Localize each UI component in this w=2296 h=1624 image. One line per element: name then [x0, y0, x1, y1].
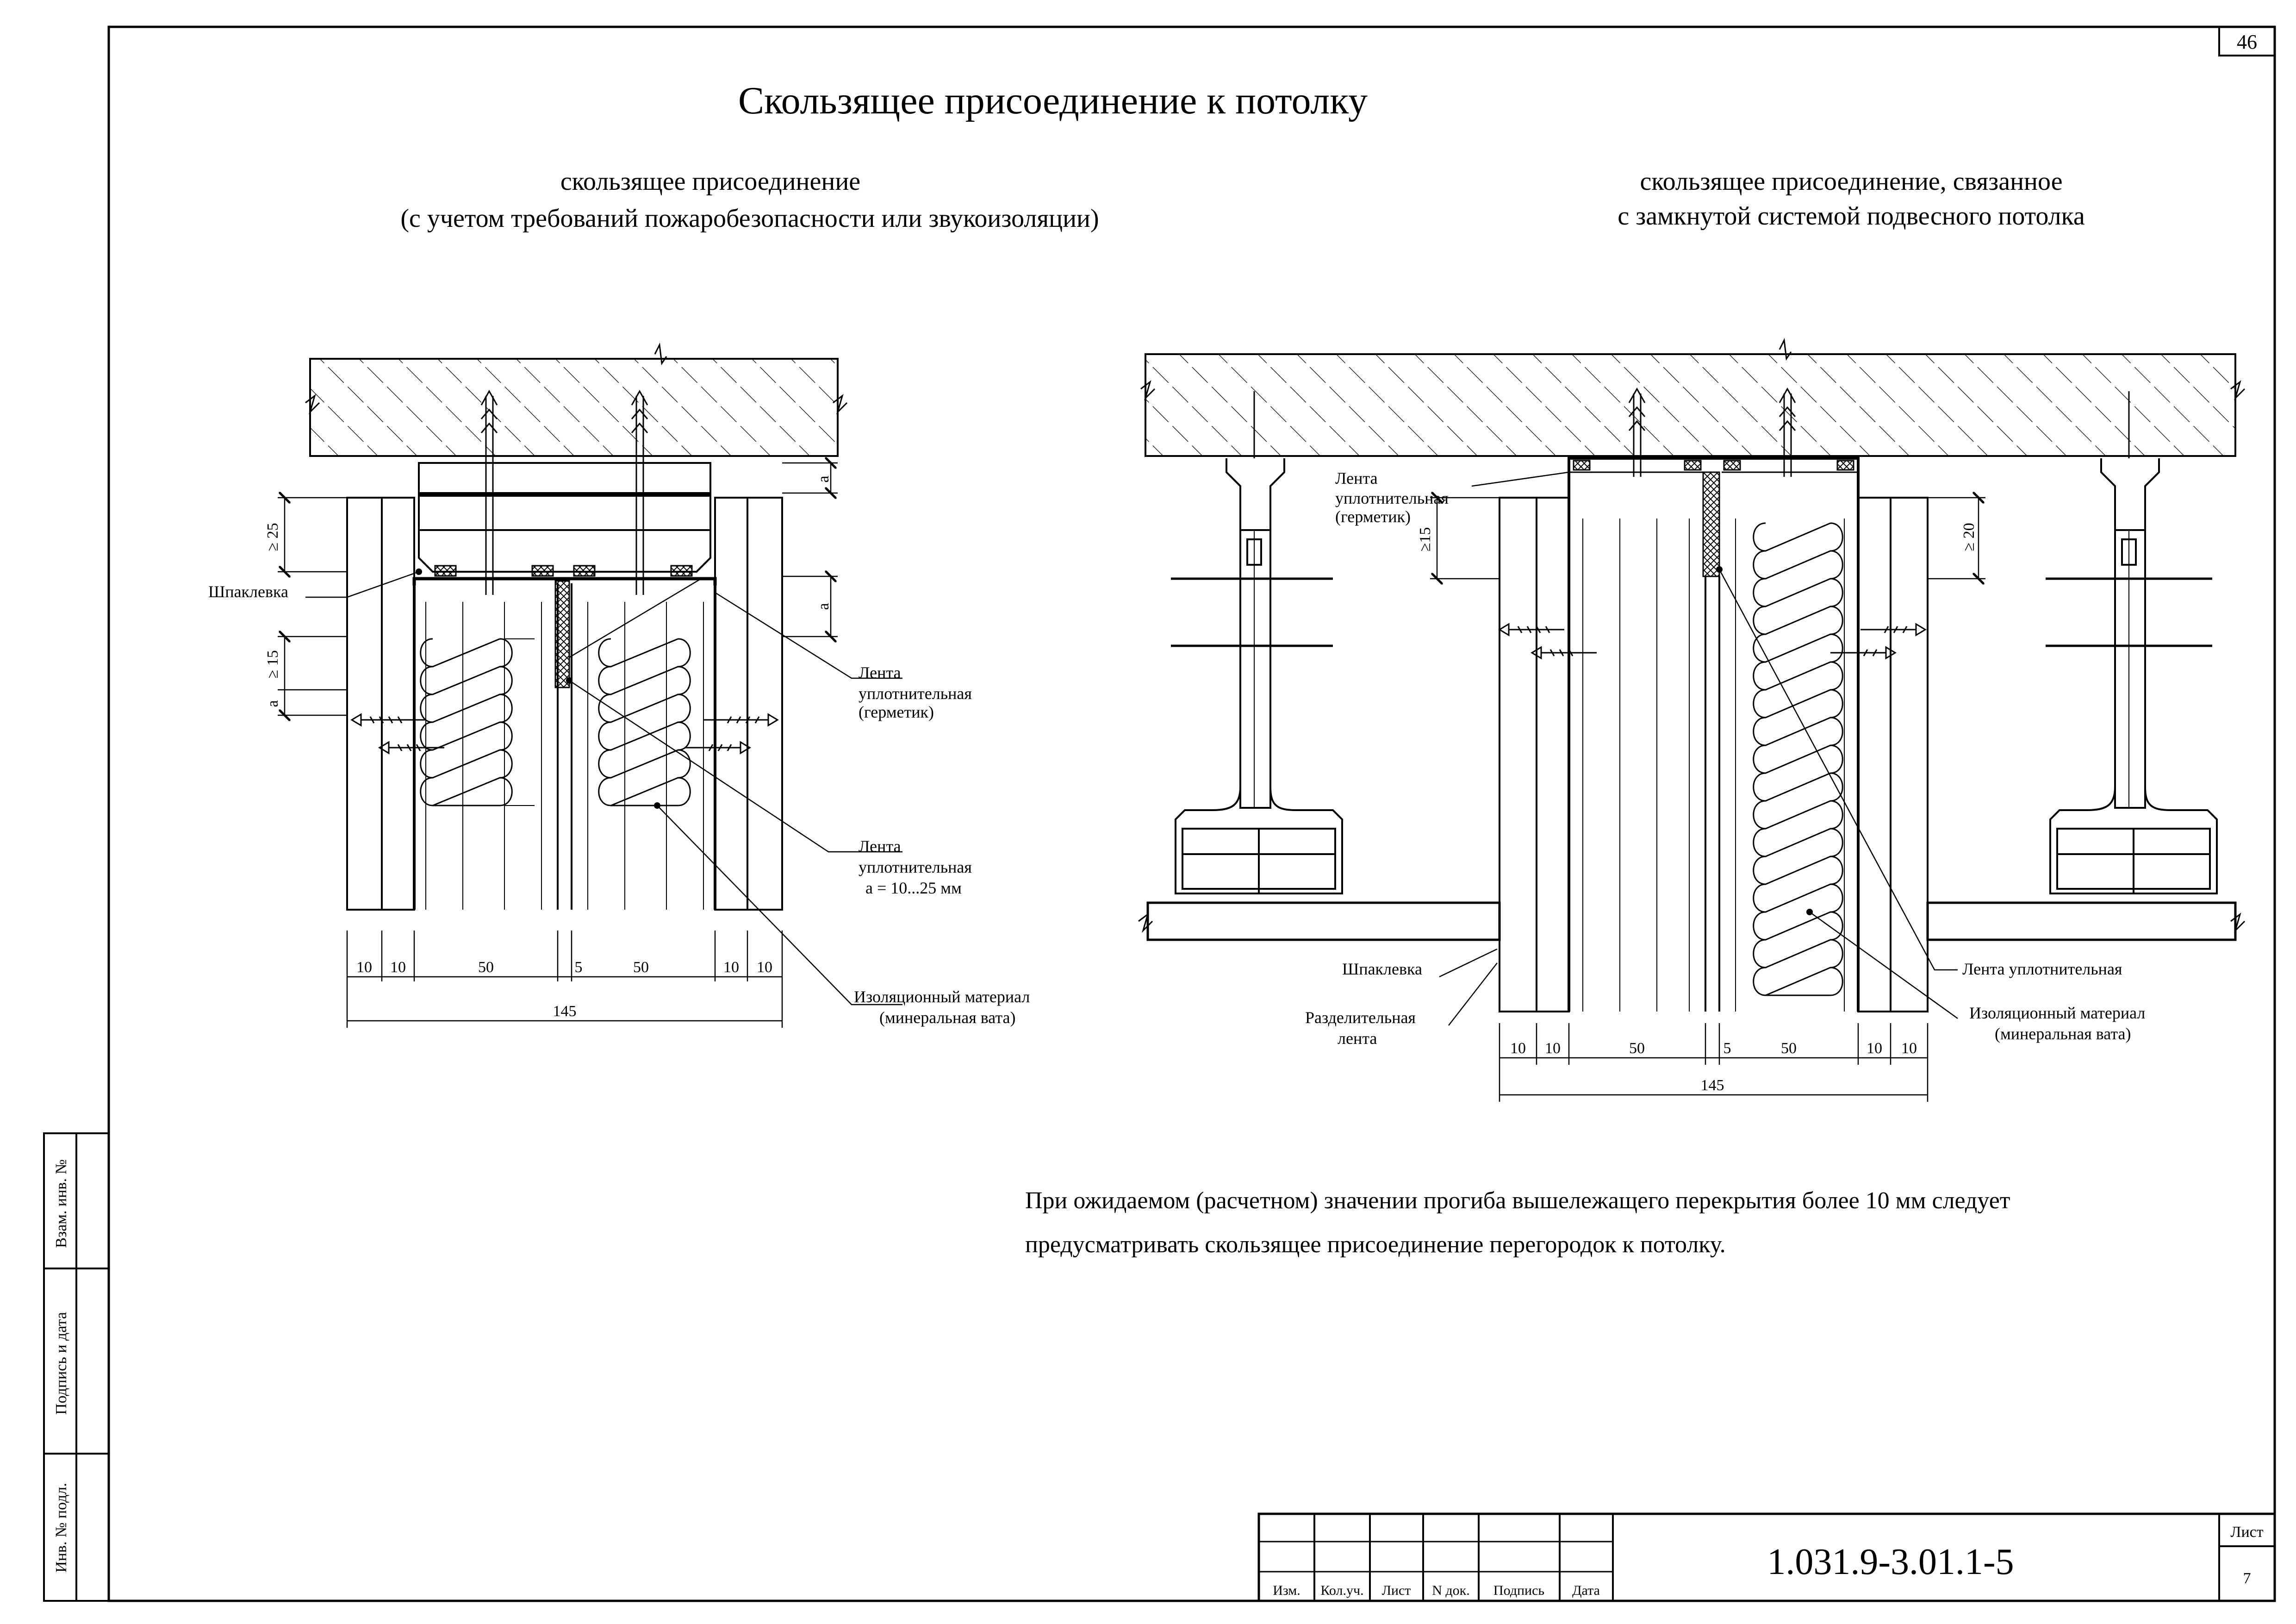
left-label-lenta1-c: (герметик)	[859, 703, 934, 721]
right-ceiling-slab	[1140, 337, 2246, 457]
right-label-shpaklevka: Шпаклевка	[1342, 960, 1422, 978]
sheet-number-top: 46	[2237, 31, 2257, 53]
right-gaskets	[1573, 460, 1854, 577]
right-label-lenta-a: Лента	[1335, 469, 1378, 487]
right-hanger-right	[2046, 458, 2218, 894]
right-dim-total: 145	[1701, 1077, 1724, 1094]
tb-col-izm: Изм.	[1273, 1583, 1300, 1598]
tb-col-kolych: Кол.уч.	[1320, 1583, 1363, 1598]
right-stud-lines	[1582, 518, 1845, 1012]
right-label-izol-a: Изоляционный материал	[1969, 1004, 2145, 1022]
right-dim-50b: 50	[1781, 1040, 1797, 1057]
tb-col-ndok: N док.	[1432, 1583, 1470, 1598]
tb-list-label: Лист	[2230, 1524, 2263, 1541]
left-stud-lines	[425, 602, 704, 910]
tb-col-list: Лист	[1382, 1583, 1411, 1598]
left-dim-50a: 50	[478, 959, 494, 976]
left-label-lenta1-b: уплотнительная	[859, 684, 972, 703]
side-stamp-inv: Инв. № подл.	[53, 1483, 70, 1573]
right-dim-10b: 10	[1545, 1040, 1561, 1057]
right-dim-10d: 10	[1901, 1040, 1917, 1057]
right-label-lenta-upl: Лента уплотнительная	[1962, 960, 2122, 978]
right-dimensions	[1430, 498, 1985, 1102]
right-ceiling-board-right	[1926, 901, 2237, 941]
right-dim-ge20: ≥ 20	[1960, 523, 1978, 551]
right-leaders	[1439, 471, 1958, 1026]
side-stamp-podpis: Подпись и дата	[53, 1312, 70, 1415]
right-dim-5: 5	[1724, 1040, 1731, 1057]
left-dim-a2: a	[815, 475, 832, 482]
left-label-lenta2-c: a = 10...25 мм	[865, 879, 962, 897]
left-ceiling-slab	[305, 342, 848, 457]
left-label-izol-b: (минеральная вата)	[879, 1008, 1015, 1027]
right-boards	[1499, 472, 1929, 1012]
left-label-shpaklevka: Шпаклевка	[208, 582, 288, 601]
tb-col-podpis: Подпись	[1493, 1583, 1544, 1598]
left-anchors	[480, 389, 648, 595]
side-stamp	[43, 1132, 110, 1602]
right-detail: ≥15 ≥ 20 10 10 50 5 50 10 10 145 Лента у…	[1138, 337, 2246, 1102]
left-dim-10d: 10	[757, 959, 772, 976]
right-dim-ge15: ≥15	[1417, 527, 1434, 552]
right-label-izol-b: (минеральная вата)	[1995, 1024, 2131, 1043]
left-screws	[350, 713, 779, 755]
left-label-izol-a: Изоляционный материал	[854, 987, 1030, 1006]
right-caption-2: с замкнутой системой подвесного потолка	[1618, 202, 2085, 231]
left-dim-a3: a	[815, 603, 832, 610]
left-dim-10b: 10	[390, 959, 406, 976]
left-dim-5: 5	[575, 959, 583, 976]
left-dim-ge25: ≥ 25	[264, 523, 281, 551]
left-dim-a1: a	[264, 700, 281, 707]
right-caption-1: скользящее присоединение, связанное	[1640, 167, 2062, 196]
right-insulation	[1753, 522, 1843, 996]
left-leaders	[305, 571, 902, 1006]
left-insulation	[420, 638, 691, 806]
right-ceiling-board-left	[1146, 901, 1501, 941]
right-label-razd-b: лента	[1338, 1029, 1377, 1048]
left-caption-1: скользящее присоединение	[560, 167, 860, 196]
left-label-lenta2-b: уплотнительная	[859, 858, 972, 876]
right-top-channel	[1568, 457, 1860, 473]
side-stamp-vzam: Взам. инв. №	[53, 1159, 70, 1248]
right-hanger-left	[1171, 458, 1343, 894]
left-dim-ge15: ≥ 15	[264, 650, 281, 678]
right-label-lenta-c: (герметик)	[1335, 507, 1411, 526]
left-label-lenta1-a: Лента	[859, 663, 901, 682]
sheet-frame	[107, 25, 2276, 1602]
right-dim-50a: 50	[1629, 1040, 1645, 1057]
left-ceiling-block	[418, 462, 711, 573]
left-label-lenta2-a: Лента	[859, 837, 901, 856]
right-anchors	[1253, 387, 2130, 477]
left-dim-total: 145	[553, 1003, 577, 1020]
left-gaskets	[434, 565, 693, 688]
page-title: Скользящее присоединение к потолку	[738, 79, 1368, 122]
left-dim-10c: 10	[723, 959, 739, 976]
right-dim-10c: 10	[1867, 1040, 1882, 1057]
note-line-1: При ожидаемом (расчетном) значении проги…	[1025, 1187, 2010, 1214]
left-dim-10a: 10	[356, 959, 372, 976]
right-label-lenta-b: уплотнительная	[1335, 489, 1449, 507]
right-label-razd-a: Разделительная	[1305, 1008, 1416, 1027]
left-caption-2: (с учетом требований пожаробезопасности …	[400, 204, 1099, 233]
right-screws	[1498, 623, 1927, 660]
title-block	[1257, 1512, 2276, 1602]
tb-col-data: Дата	[1572, 1583, 1600, 1598]
tb-doc-code: 1.031.9-3.01.1-5	[1767, 1542, 2014, 1582]
left-dim-50b: 50	[633, 959, 649, 976]
right-dim-10a: 10	[1510, 1040, 1526, 1057]
left-detail: ≥ 25 ≥ 15 a a a 10 10 50 5 50 10 10 145 …	[208, 342, 1030, 1028]
note-line-2: предусматривать скользящее присоединение…	[1025, 1231, 1726, 1258]
left-boards	[346, 497, 783, 911]
tb-list-value: 7	[2243, 1570, 2251, 1587]
left-dimensions	[278, 463, 838, 1028]
